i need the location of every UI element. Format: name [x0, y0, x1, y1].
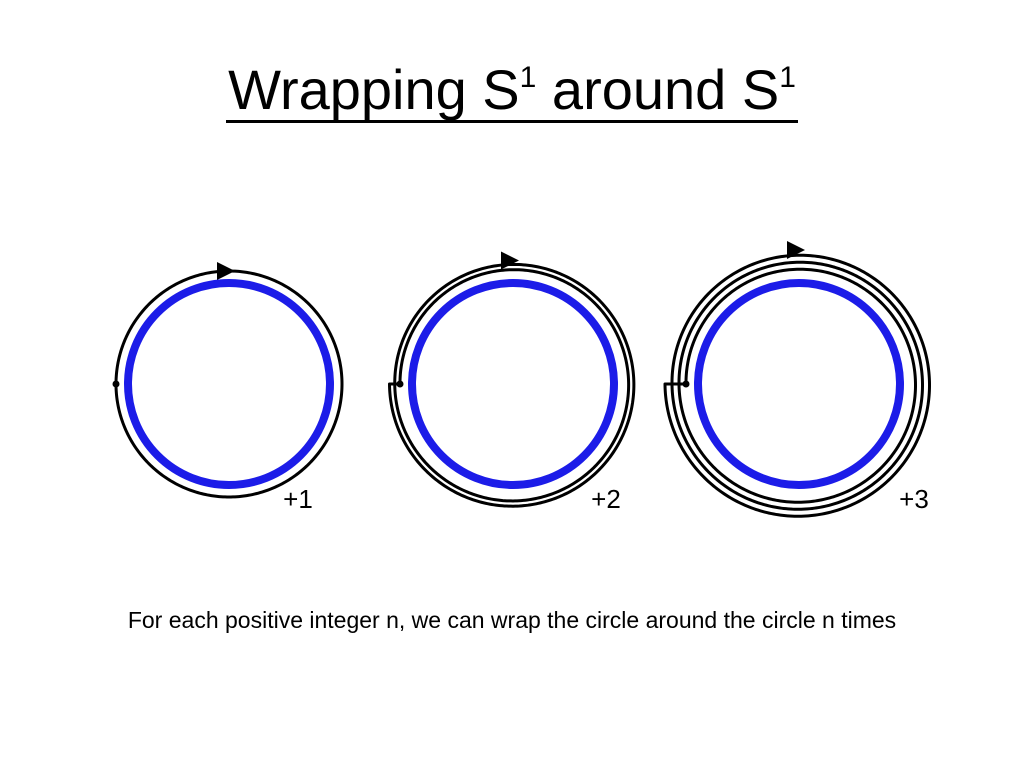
target-circle [408, 279, 618, 489]
wrapping-path [663, 253, 931, 518]
winding-panel-2: +2 [388, 251, 636, 514]
basepoint-dot-icon [112, 380, 120, 388]
winding-panel-3: +3 [663, 241, 931, 518]
basepoint-dot-icon [682, 380, 690, 388]
slide-title: Wrapping S1 around S1 [0, 62, 1024, 123]
caption: For each positive integer n, we can wrap… [127, 607, 897, 633]
wrapping-path [114, 269, 344, 499]
target-circle [124, 279, 334, 489]
direction-arrow-icon [501, 251, 519, 270]
basepoint-dot-icon [396, 380, 404, 388]
title-part2: around S [536, 58, 780, 121]
direction-arrow-icon [217, 262, 235, 280]
direction-arrow-icon [787, 241, 805, 259]
winding-diagram: +1 +2 +3 [112, 241, 931, 518]
winding-label: +2 [591, 484, 621, 514]
winding-panel-1: +1 [112, 262, 344, 514]
title-sup2: 1 [779, 61, 796, 94]
title-part1: Wrapping S [228, 58, 520, 121]
winding-label: +1 [283, 484, 313, 514]
title-underlined: Wrapping S1 around S1 [226, 62, 798, 123]
target-circle [694, 279, 904, 489]
wrapping-path [388, 262, 636, 508]
winding-label: +3 [899, 484, 929, 514]
title-sup1: 1 [519, 61, 537, 94]
